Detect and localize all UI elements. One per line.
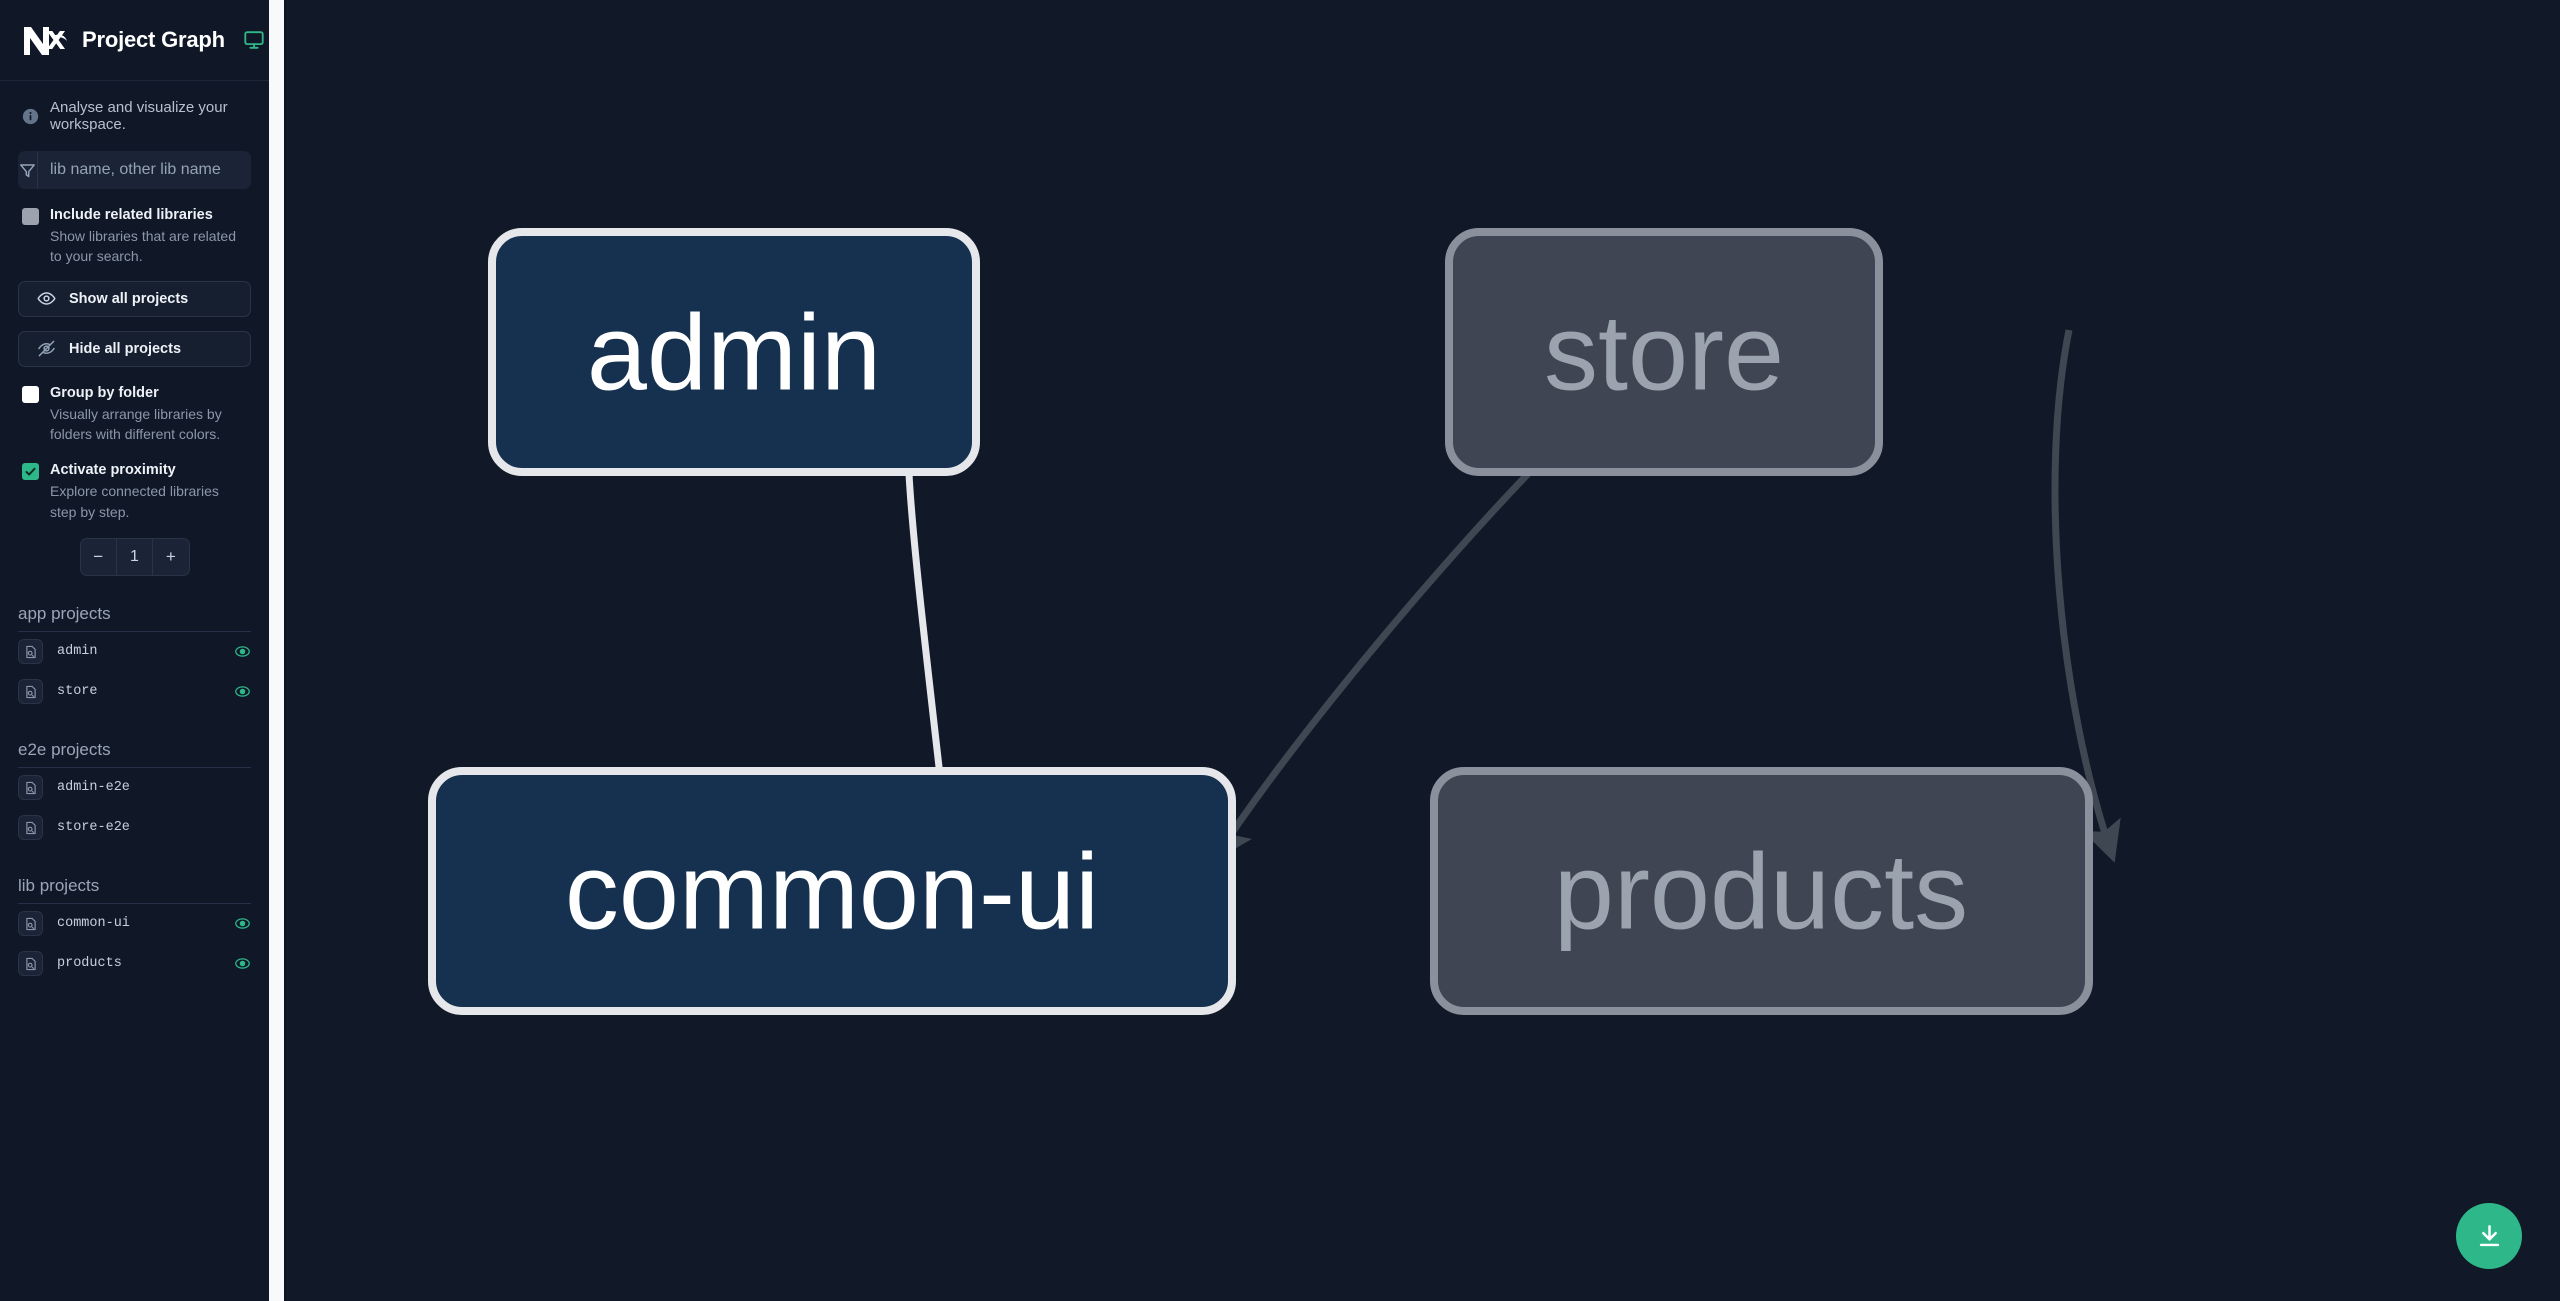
- eye-visible-icon[interactable]: [234, 915, 251, 932]
- node-shape[interactable]: [1430, 767, 2093, 1015]
- section-heading: app projects: [18, 604, 251, 632]
- graph-node-products[interactable]: products: [1430, 767, 2093, 1015]
- graph-canvas[interactable]: admin store common-ui products: [269, 0, 2560, 1301]
- eye-visible-icon[interactable]: [234, 955, 251, 972]
- project-name: store-e2e: [57, 820, 130, 836]
- graph-node-admin[interactable]: admin: [488, 228, 980, 476]
- eye-visible-icon[interactable]: [234, 683, 251, 700]
- node-shape[interactable]: [488, 228, 980, 476]
- node-label-common-ui: common-ui: [565, 831, 1099, 952]
- node-label-products: products: [1554, 831, 1968, 952]
- monitor-icon[interactable]: [239, 29, 265, 51]
- project-file-icon: [18, 639, 43, 665]
- sidebar: Project Graph Analyse and visualize your…: [0, 0, 269, 1301]
- edge-store-to-products: [2051, 329, 2121, 863]
- funnel-icon: [18, 151, 38, 189]
- page-title: Project Graph: [82, 27, 225, 52]
- option-description: Visually arrange libraries by folders wi…: [50, 405, 222, 442]
- download-graph-button[interactable]: [2456, 1203, 2522, 1269]
- section-e2e-projects: e2e projects admin-e2e: [0, 740, 269, 848]
- project-row-admin-e2e[interactable]: admin-e2e: [18, 768, 251, 808]
- option-activate-proximity[interactable]: Activate proximity Explore connected lib…: [0, 444, 269, 522]
- tagline: Analyse and visualize your workspace.: [0, 81, 269, 147]
- search-field[interactable]: [18, 151, 251, 189]
- eye-off-icon: [37, 339, 56, 358]
- project-name: store: [57, 684, 98, 700]
- node-shape[interactable]: [428, 767, 1236, 1015]
- option-description: Show libraries that are related to your …: [50, 228, 236, 265]
- proximity-decrement-button[interactable]: −: [93, 546, 104, 566]
- section-lib-projects: lib projects common-ui: [0, 876, 269, 984]
- project-name: common-ui: [57, 916, 130, 932]
- project-file-icon: [18, 775, 43, 801]
- graph-svg: admin store common-ui products: [428, 228, 2121, 1015]
- show-all-projects-label: Show all projects: [69, 290, 189, 307]
- checkbox-include-related-libraries[interactable]: [22, 208, 39, 225]
- eye-icon: [37, 289, 56, 308]
- sidebar-scrollbar[interactable]: [269, 0, 284, 1301]
- node-shape[interactable]: [1445, 228, 1883, 476]
- sidebar-header: Project Graph: [0, 0, 269, 81]
- project-name: products: [57, 956, 122, 972]
- graph-node-store[interactable]: store: [1445, 228, 1883, 476]
- project-file-icon: [18, 679, 43, 705]
- option-group-by-folder[interactable]: Group by folder Visually arrange librari…: [0, 367, 269, 445]
- project-row-common-ui[interactable]: common-ui: [18, 904, 251, 944]
- project-name: admin: [57, 644, 98, 660]
- tagline-text: Analyse and visualize your workspace.: [50, 99, 228, 133]
- section-heading: lib projects: [18, 876, 251, 904]
- project-file-icon: [18, 951, 43, 977]
- graph-node-common-ui[interactable]: common-ui: [428, 767, 1236, 1015]
- proximity-increment-button[interactable]: +: [165, 546, 176, 566]
- info-icon: [22, 108, 39, 125]
- project-row-store-e2e[interactable]: store-e2e: [18, 808, 251, 848]
- option-label: Group by folder: [50, 384, 159, 401]
- project-row-products[interactable]: products: [18, 944, 251, 984]
- download-icon: [2476, 1223, 2503, 1250]
- section-heading: e2e projects: [18, 740, 251, 768]
- node-label-store: store: [1544, 292, 1784, 413]
- checkbox-group-by-folder[interactable]: [22, 385, 39, 403]
- proximity-value: 1: [115, 538, 154, 575]
- project-name: admin-e2e: [57, 780, 130, 796]
- node-label-admin: admin: [587, 292, 881, 413]
- option-description: Explore connected libraries step by step…: [50, 483, 219, 520]
- option-label: Activate proximity: [50, 462, 176, 479]
- project-file-icon: [18, 911, 43, 937]
- project-file-icon: [18, 815, 43, 841]
- option-label: Include related libraries: [50, 207, 213, 223]
- option-include-related-libraries[interactable]: Include related libraries Show libraries…: [0, 189, 269, 267]
- section-app-projects: app projects admin: [0, 604, 269, 712]
- hide-all-projects-button[interactable]: Hide all projects: [18, 330, 251, 367]
- project-row-admin[interactable]: admin: [18, 632, 251, 672]
- checkbox-activate-proximity[interactable]: [22, 463, 39, 481]
- hide-all-projects-label: Hide all projects: [69, 340, 182, 357]
- nx-logo: [20, 21, 68, 59]
- project-row-store[interactable]: store: [18, 672, 251, 712]
- proximity-stepper[interactable]: − 1 +: [79, 537, 190, 576]
- sidebar-divider: [284, 0, 286, 1301]
- search-input[interactable]: [38, 151, 251, 189]
- show-all-projects-button[interactable]: Show all projects: [18, 280, 251, 317]
- eye-visible-icon[interactable]: [234, 643, 251, 660]
